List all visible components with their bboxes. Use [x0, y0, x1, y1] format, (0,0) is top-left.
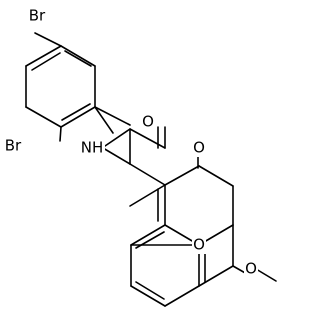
bond [255, 268, 277, 282]
ring-oxygen-label: O [193, 236, 205, 254]
bond [31, 52, 61, 71]
bond [135, 281, 165, 300]
bond [130, 285, 166, 307]
molecule-structure: Br Br NH O O O O [3, 7, 277, 307]
bond [164, 165, 200, 186]
bond [25, 45, 62, 67]
label-halo [79, 139, 105, 157]
lactone-carbonyl-oxygen-label: O [193, 139, 205, 157]
label-halo [244, 260, 258, 278]
label-halo [141, 113, 155, 131]
label-halo [27, 7, 47, 25]
bromine-label-ortho: Br [5, 137, 22, 155]
dibromophenyl-ring [25, 32, 131, 142]
bond [94, 106, 131, 126]
bond [34, 32, 62, 47]
bond [129, 128, 166, 149]
bond [129, 163, 166, 186]
bond [61, 103, 91, 121]
bond [130, 224, 166, 246]
bond [64, 50, 92, 67]
bond [198, 265, 234, 287]
amide-oxygen-label: O [142, 113, 154, 131]
bond [164, 285, 200, 307]
bond [60, 106, 96, 128]
bond [198, 165, 234, 187]
bond [102, 147, 131, 165]
label-halo [192, 139, 206, 157]
coumarin-carboxamide [102, 126, 277, 307]
amide-nh-label: NH [81, 139, 104, 157]
bromine-label-para: Br [29, 7, 46, 25]
label-halo [3, 137, 23, 155]
bond [129, 184, 166, 207]
bond [60, 45, 96, 67]
bond [59, 126, 62, 142]
methoxy-oxygen-label: O [245, 260, 257, 278]
bond [25, 106, 62, 128]
atom-labels: Br Br NH O O O O [3, 7, 258, 278]
label-halo [192, 236, 206, 254]
bond [104, 128, 131, 147]
bond [94, 106, 114, 134]
